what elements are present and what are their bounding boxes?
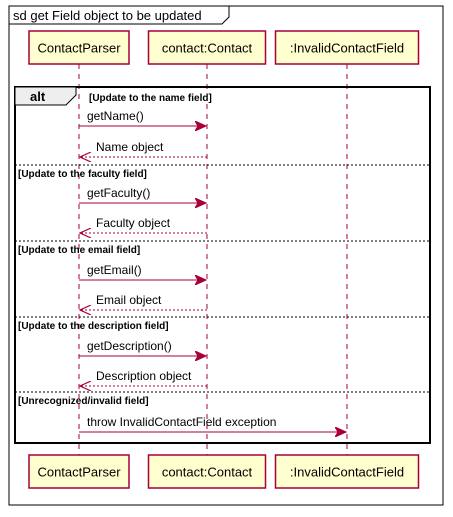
call-message: getFaculty() [79, 186, 206, 203]
participants-bottom: ContactParser contact:Contact :InvalidCont… [28, 454, 420, 489]
message-label: getName() [87, 109, 144, 123]
message-label: Description object [96, 369, 192, 383]
alt-guard: [Update to the name field] [89, 93, 212, 104]
call-message: throw InvalidContactField exception [79, 415, 346, 432]
participant-parser-bottom: ContactParser [28, 454, 130, 489]
return-message: Name object [80, 140, 207, 157]
sd-frame-title: sd get Field object to be updated [13, 8, 202, 23]
return-message: Description object [80, 369, 207, 386]
participant-contact-bottom: contact:Contact [147, 454, 267, 489]
participants-top: ContactParser contact:Contact :InvalidCont… [28, 30, 420, 65]
participant-label: :InvalidContactField [290, 465, 404, 480]
call-message: getDescription() [79, 339, 206, 356]
participant-parser-top: ContactParser [28, 30, 130, 65]
message-label: Email object [96, 293, 162, 307]
alt-guard: [Update to the email field] [18, 245, 140, 256]
alt-label: alt [30, 89, 46, 104]
call-message: getEmail() [79, 263, 206, 280]
participant-label: contact:Contact [162, 465, 253, 480]
alt-guard: [Update to the faculty field] [18, 169, 147, 180]
message-label: throw InvalidContactField exception [87, 415, 276, 429]
message-label: getFaculty() [87, 186, 150, 200]
message-label: Name object [96, 140, 164, 154]
participant-label: contact:Contact [162, 41, 253, 56]
alt-sections: [Update to the name field] [Update to the… [15, 93, 430, 407]
messages: getName() Name object getFaculty() Faculty … [79, 109, 346, 432]
participant-contact-top: contact:Contact [147, 30, 267, 65]
return-message: Faculty object [80, 216, 207, 233]
message-label: getDescription() [87, 339, 172, 353]
message-label: getEmail() [87, 263, 142, 277]
participant-label: ContactParser [37, 465, 121, 480]
sd-frame: sd get Field object to be updated [8, 5, 444, 506]
participant-invalid-bottom: :InvalidContactField [274, 454, 420, 489]
alt-guard: [Update to the description field] [18, 321, 169, 332]
participant-label: :InvalidContactField [290, 41, 404, 56]
call-message: getName() [79, 109, 206, 126]
alt-guard: [Unrecognized/invalid field] [18, 396, 149, 407]
message-label: Faculty object [96, 216, 171, 230]
participant-label: ContactParser [37, 41, 121, 56]
alt-fragment: alt [Update to the name field][Update to… [14, 86, 431, 444]
return-message: Email object [80, 293, 207, 310]
participant-invalid-top: :InvalidContactField [274, 30, 420, 65]
